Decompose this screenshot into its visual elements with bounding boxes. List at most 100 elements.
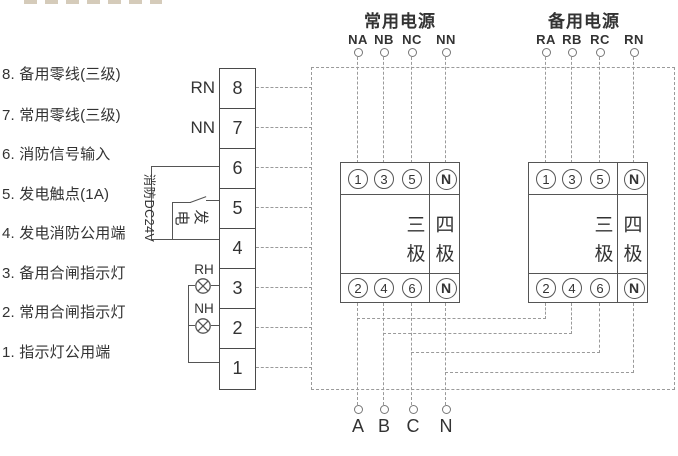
terminal-4: 4 xyxy=(219,228,256,270)
backup-source-title: 备用电源 xyxy=(548,12,620,31)
wire-nh-stub xyxy=(188,325,195,326)
breaker-terminal-1: 1 xyxy=(536,169,556,189)
wire-terminal-3 xyxy=(256,287,312,288)
wire-nc-drop xyxy=(411,57,412,163)
breaker-terminal-4: 4 xyxy=(374,278,394,298)
wire-bus-c xyxy=(411,351,600,353)
breaker-divider xyxy=(617,163,618,302)
wire-fire-vertical xyxy=(151,166,152,240)
terminal-point-rn xyxy=(629,48,639,57)
pin-label-1: 1. 指示灯公用端 xyxy=(2,344,111,361)
wire-rb-drop xyxy=(571,57,572,163)
terminal-2: 2 xyxy=(219,308,256,350)
wire-terminal-7 xyxy=(256,127,312,128)
wire-nb-drop xyxy=(383,57,384,163)
terminal-8: 8 xyxy=(219,68,256,110)
breaker-terminal-2: 2 xyxy=(348,278,368,298)
breaker-divider xyxy=(341,194,459,195)
wire-label-rn: RN xyxy=(190,78,215,97)
pole-label-n: 四极 xyxy=(435,215,455,265)
terminal-point-nc xyxy=(407,48,417,57)
terminal-point-nn xyxy=(441,48,451,57)
terminal-1: 1 xyxy=(219,348,256,390)
terminal-label-rc: RC xyxy=(590,32,610,47)
breaker-terminal-n-bottom: N xyxy=(435,277,457,299)
terminal-block: 8 7 6 5 4 3 2 1 xyxy=(219,68,256,390)
wire-terminal-6 xyxy=(256,167,312,168)
wire-out-b-vertical xyxy=(383,303,384,405)
wire-bus-a xyxy=(357,317,546,319)
wire-fire-top xyxy=(151,166,219,167)
breaker-terminal-1: 1 xyxy=(348,169,368,189)
wire-ra-drop xyxy=(545,57,546,163)
wire-switch-connector xyxy=(172,202,191,203)
breaker-divider xyxy=(529,194,647,195)
wire-out-n-vertical xyxy=(445,303,446,405)
wire-nn-drop xyxy=(445,57,446,163)
breaker-divider xyxy=(429,163,430,302)
wire-switch-stub xyxy=(206,200,219,201)
wire-out-c-vertical xyxy=(411,303,412,405)
breaker-terminal-n-top: N xyxy=(435,168,457,190)
terminal-6: 6 xyxy=(219,148,256,190)
output-label-b: B xyxy=(377,416,390,436)
terminal-point-a xyxy=(353,404,363,414)
breaker-divider xyxy=(529,273,647,274)
terminal-label-nc: NC xyxy=(402,32,422,47)
wire-label-nn: NN xyxy=(190,118,215,137)
breaker-terminal-2: 2 xyxy=(536,278,556,298)
terminal-label-rn: RN xyxy=(624,32,644,47)
wire-rh-stub xyxy=(188,285,195,286)
terminal-point-rb xyxy=(567,48,577,57)
terminal-point-ra xyxy=(541,48,551,57)
wire-bus-b xyxy=(383,332,572,334)
output-label-c: C xyxy=(406,416,420,436)
terminal-point-nb xyxy=(379,48,389,57)
gen-switch-char-fa: 发 xyxy=(192,209,209,225)
terminal-label-nn: NN xyxy=(436,32,456,47)
pin-label-4: 4. 发电消防公用端 xyxy=(2,225,126,242)
terminal-7: 7 xyxy=(219,108,256,150)
terminal-label-nb: NB xyxy=(374,32,394,47)
lamp-label-rh: RH xyxy=(194,262,214,277)
wire-rh-to-terminal3 xyxy=(211,285,219,286)
wire-terminal-8 xyxy=(256,87,312,88)
pole-label-main: 三极 xyxy=(594,215,614,265)
breaker-terminal-6: 6 xyxy=(590,278,610,298)
lamp-rh-icon xyxy=(195,278,211,294)
lamp-nh-icon xyxy=(195,318,211,334)
pin-label-3: 3. 备用合闸指示灯 xyxy=(2,265,126,282)
clipped-header-text xyxy=(24,0,162,4)
wire-backup-2-stub xyxy=(545,303,546,319)
breaker-normal: 1 3 5 N 2 4 6 N 三极 四极 xyxy=(340,162,460,303)
breaker-terminal-4: 4 xyxy=(562,278,582,298)
terminal-3: 3 xyxy=(219,268,256,310)
terminal-label-rb: RB xyxy=(562,32,582,47)
wire-lamp-common-vertical xyxy=(188,285,189,363)
lamp-label-nh: NH xyxy=(194,301,214,316)
breaker-terminal-n-bottom: N xyxy=(623,277,645,299)
wire-rn-drop xyxy=(633,57,634,163)
wire-na-drop xyxy=(357,57,358,163)
fire-dc24v-label: 消防DC24V xyxy=(142,173,156,243)
pin-label-6: 6. 消防信号输入 xyxy=(2,146,111,163)
breaker-terminal-n-top: N xyxy=(623,168,645,190)
breaker-terminal-3: 3 xyxy=(374,169,394,189)
terminal-point-rc xyxy=(595,48,605,57)
switch-blade xyxy=(190,196,207,203)
breaker-divider xyxy=(341,273,459,274)
wire-terminal-2 xyxy=(256,327,312,328)
wire-backup-4-stub xyxy=(571,303,572,334)
wire-terminal-5 xyxy=(256,207,312,208)
pin-label-2: 2. 常用合闸指示灯 xyxy=(2,304,126,321)
breaker-terminal-5: 5 xyxy=(590,169,610,189)
wire-backup-n-stub xyxy=(633,303,634,373)
terminal-label-na: NA xyxy=(348,32,368,47)
breaker-backup: 1 3 5 N 2 4 6 N 三极 四极 xyxy=(528,162,648,303)
wire-terminal-4 xyxy=(256,247,312,248)
gen-switch-char-dian: 电 xyxy=(173,210,190,226)
wire-nh-to-terminal2 xyxy=(211,325,219,326)
terminal-5: 5 xyxy=(219,188,256,230)
pole-label-n: 四极 xyxy=(623,215,643,265)
